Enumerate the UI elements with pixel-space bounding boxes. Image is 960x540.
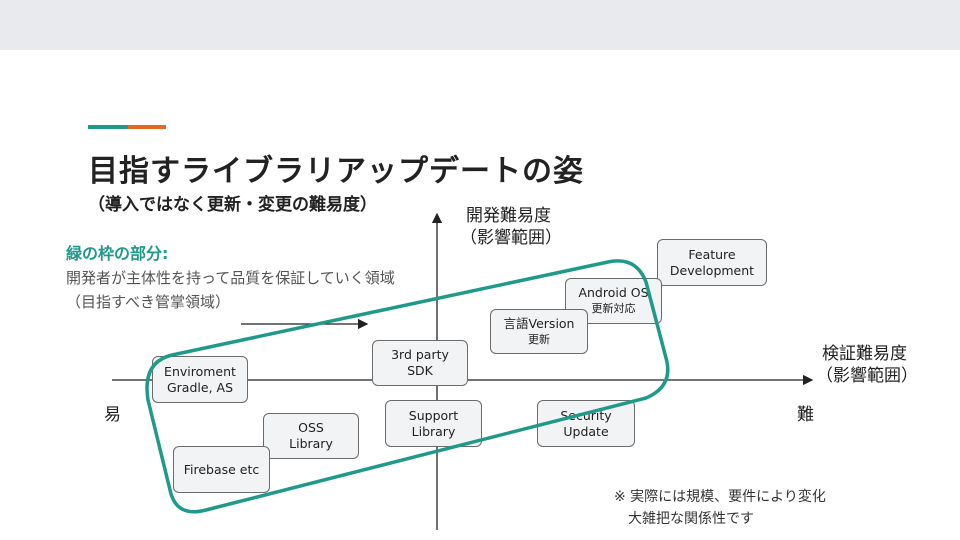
note-body: 開発者が主体性を持って品質を保証していく領域 （目指すべき管掌領域） — [66, 266, 395, 314]
footnote-line: ※ 実際には規模、要件により変化 — [614, 489, 826, 505]
box-security-update: Security Update — [537, 400, 635, 447]
y-axis-label: 開発難易度 （影響範囲） — [460, 205, 562, 249]
box-label: 3rd party — [391, 347, 449, 362]
box-label: Library — [411, 423, 456, 439]
slide-title: 目指すライブラリアップデートの姿 — [88, 154, 584, 189]
y-axis-label-line1: 開発難易度 — [466, 206, 551, 226]
box-label: 更新対応 — [591, 302, 636, 315]
box-label: Feature — [688, 246, 736, 262]
box-label: Android OS — [578, 285, 649, 300]
box-label: Firebase etc — [183, 461, 260, 477]
note-line: （目指すべき管掌領域） — [66, 293, 230, 311]
accent-bar-orange — [128, 125, 166, 129]
box-3rd-party-sdk: 3rd party SDK — [372, 340, 468, 386]
box-language-version-update: 言語Version 更新 — [490, 309, 588, 354]
box-label: Support — [408, 407, 459, 423]
note-heading: 緑の枠の部分: — [66, 244, 169, 263]
box-label: Development — [669, 262, 755, 278]
box-firebase: Firebase etc — [173, 446, 270, 493]
box-label: Enviroment — [164, 363, 236, 379]
box-oss-library: OSS Library — [263, 413, 359, 459]
x-axis-label-line2: （影響範囲） — [816, 366, 918, 386]
x-axis-label: 検証難易度 （影響範囲） — [816, 343, 918, 387]
box-label: 更新 — [528, 332, 550, 346]
box-support-library: Support Library — [385, 400, 482, 447]
box-label: OSS — [298, 420, 324, 435]
footnote-line: 大雑把な関係性です — [614, 511, 754, 527]
slide-subtitle: （導入ではなく更新・変更の難易度） — [88, 195, 377, 215]
box-environment-gradle: Enviroment Gradle, AS — [152, 356, 248, 403]
top-bar — [0, 0, 960, 50]
green-frame — [145, 259, 670, 514]
footnote: ※ 実際には規模、要件により変化 大雑把な関係性です — [614, 486, 826, 530]
box-label: Library — [289, 436, 333, 451]
box-label: Update — [563, 423, 609, 439]
x-axis-label-line1: 検証難易度 — [822, 344, 907, 364]
accent-bar-teal — [88, 125, 128, 129]
note-line: 開発者が主体性を持って品質を保証していく領域 — [66, 269, 395, 287]
y-axis-label-line2: （影響範囲） — [460, 228, 562, 248]
box-label: SDK — [407, 363, 433, 378]
easy-label: 易 — [104, 405, 121, 425]
hard-label: 難 — [797, 405, 814, 425]
box-label: Gradle, AS — [166, 379, 233, 395]
box-feature-development: Feature Development — [657, 239, 767, 286]
box-label: 言語Version — [503, 315, 575, 331]
